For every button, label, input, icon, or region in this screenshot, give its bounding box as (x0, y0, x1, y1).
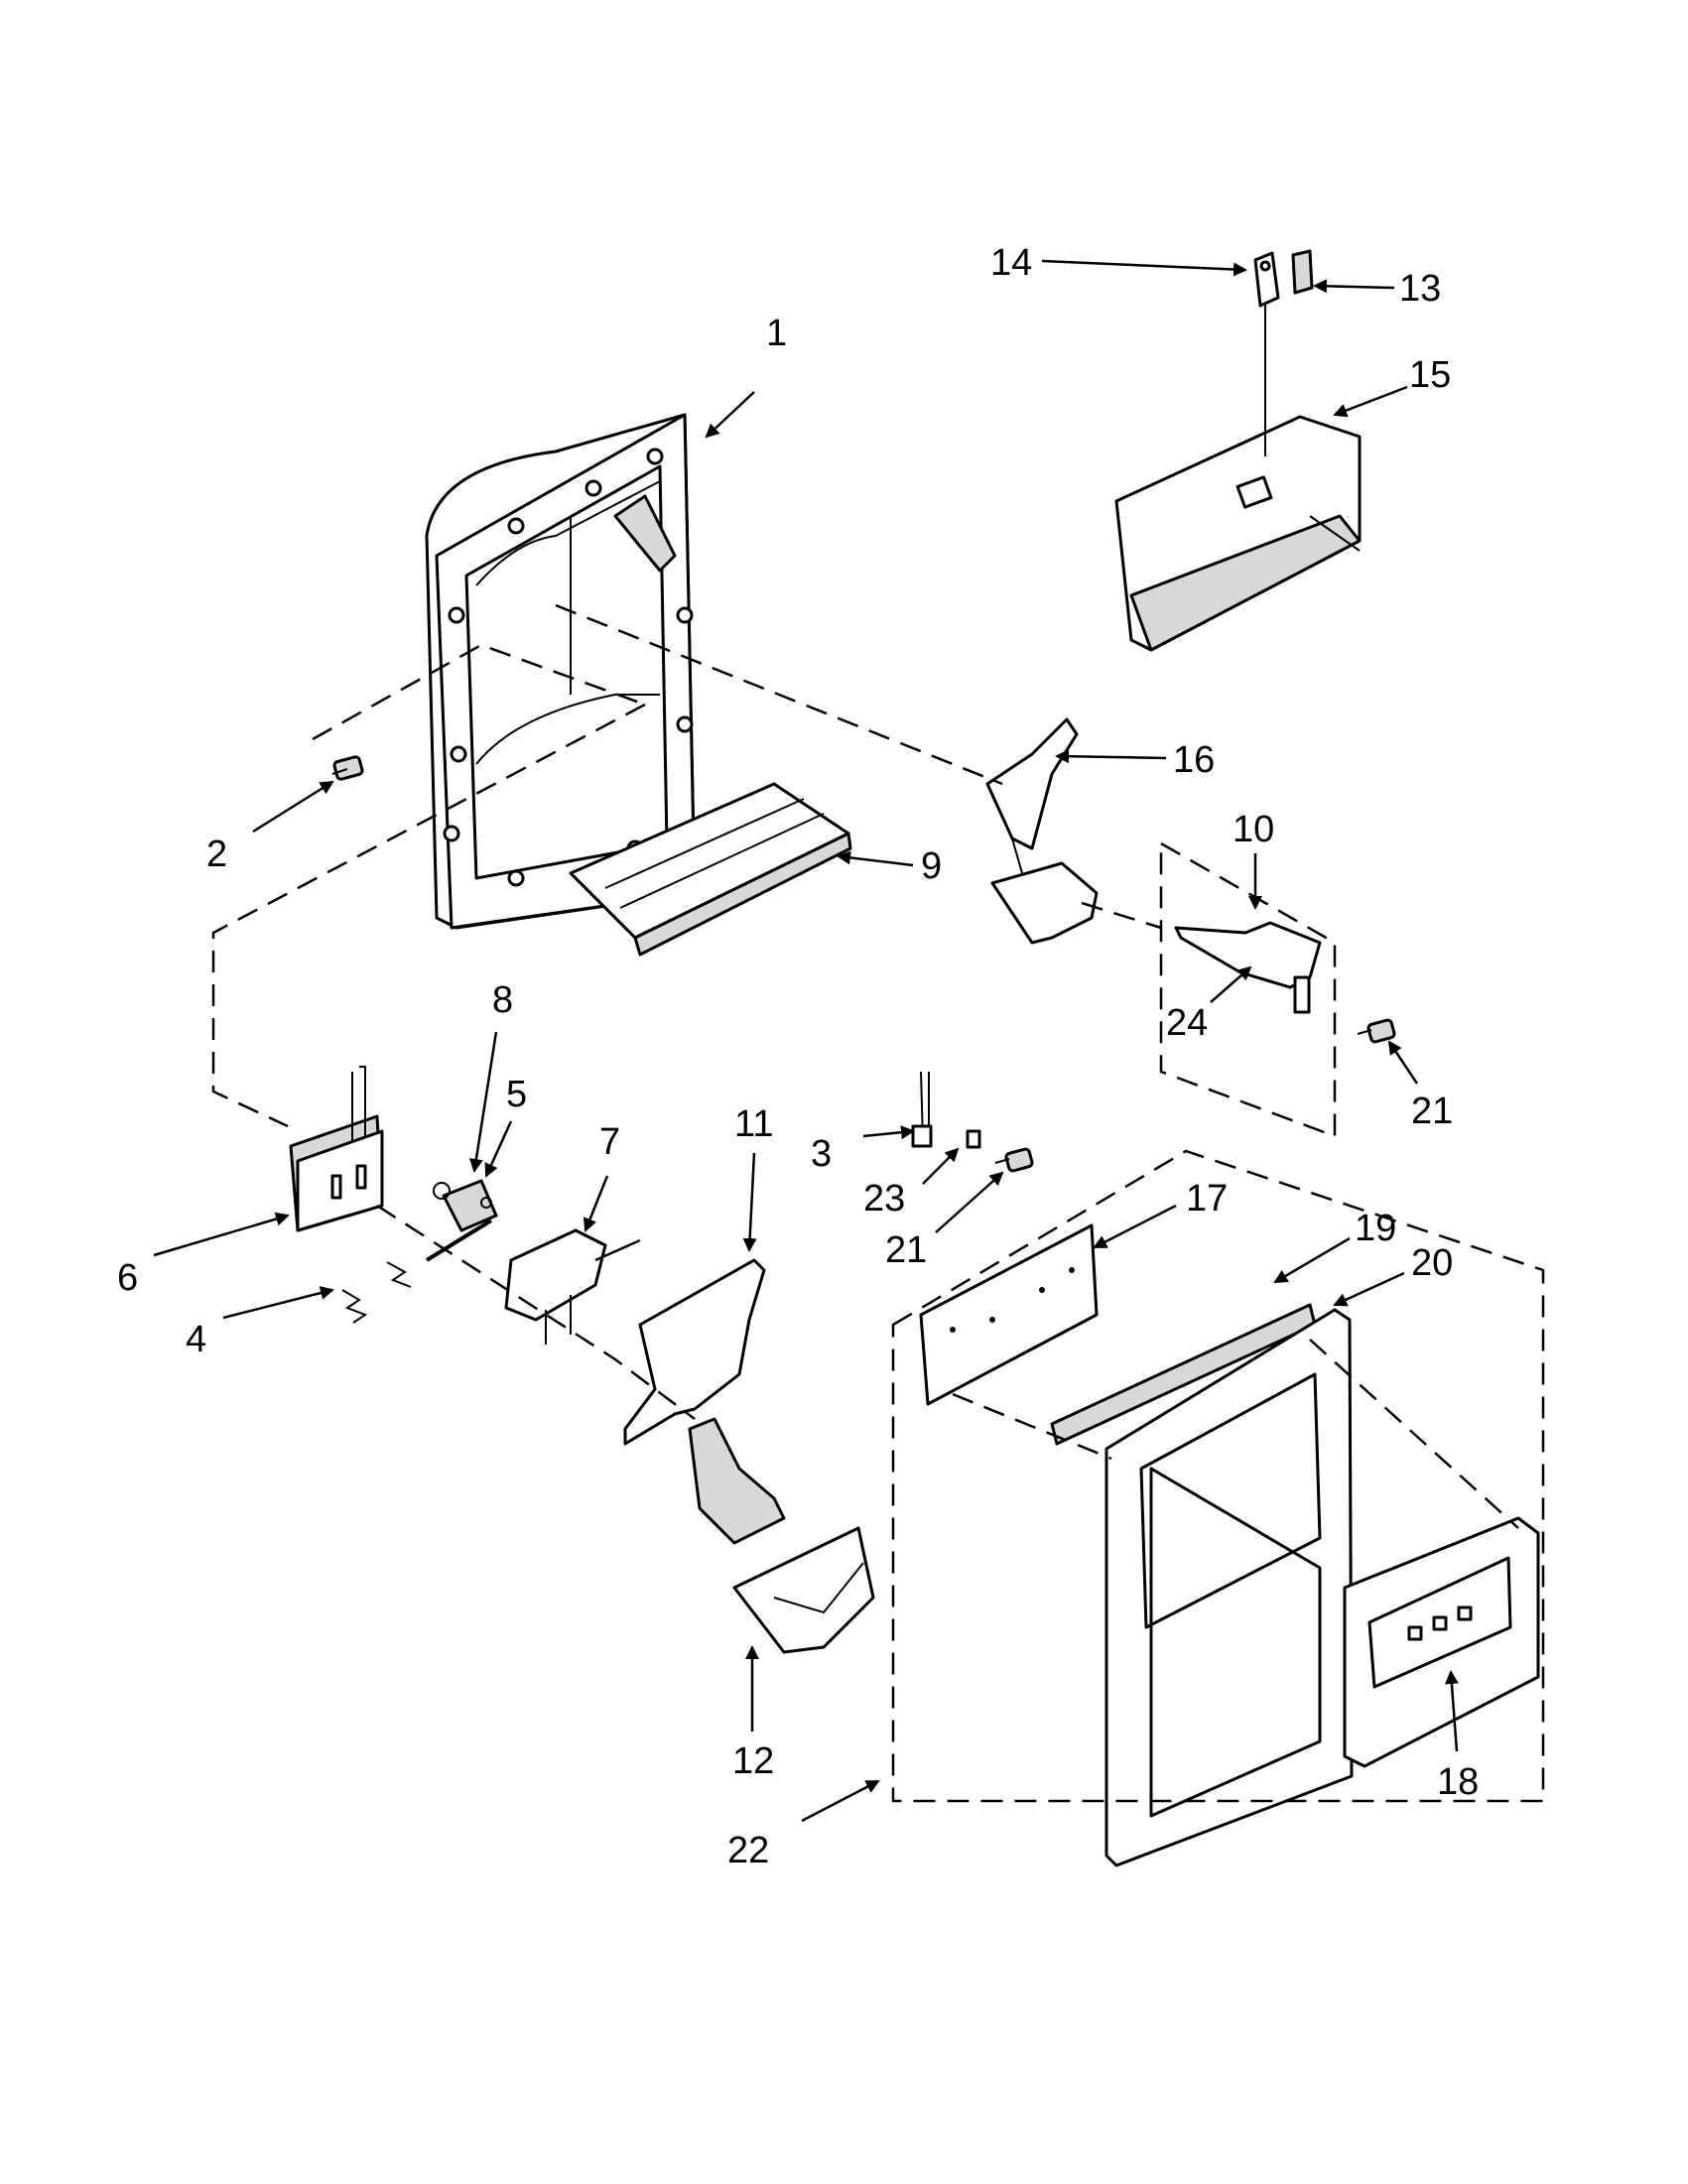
callout-3: 3 (811, 1133, 832, 1175)
housing-frame-part (425, 413, 697, 930)
callout-18: 18 (1437, 1761, 1479, 1803)
callout-21-left: 21 (885, 1229, 927, 1271)
callout-8: 8 (492, 979, 513, 1021)
callout-15: 15 (1409, 354, 1451, 396)
front-frame-part-20 (1104, 1308, 1354, 1867)
control-board-part-17 (919, 1223, 1099, 1406)
cover-panel-part-18 (1343, 1516, 1540, 1768)
callout-10: 10 (1233, 809, 1274, 850)
clip-part-23 (966, 1129, 981, 1149)
funnel-part-12 (732, 1526, 875, 1654)
callout-17: 17 (1186, 1178, 1228, 1220)
callout-24: 24 (1166, 1002, 1208, 1044)
screw-part-21-right (1357, 1018, 1396, 1044)
callout-6: 6 (117, 1257, 138, 1299)
clip-part-3 (911, 1071, 933, 1148)
callout-21-right: 21 (1411, 1091, 1453, 1132)
callout-7: 7 (599, 1121, 620, 1163)
solenoid-part-8 (433, 1179, 498, 1232)
leader-lines (153, 259, 1459, 1823)
callout-labels: 1 2 3 4 5 6 7 8 9 10 11 12 13 14 15 16 1… (117, 242, 1479, 1871)
callout-23: 23 (863, 1178, 905, 1220)
callout-14: 14 (990, 242, 1032, 284)
callout-16: 16 (1173, 739, 1215, 781)
callout-5: 5 (506, 1074, 527, 1115)
assembly-guides (211, 603, 1545, 1803)
ice-arm-part-11 (623, 1258, 786, 1545)
callout-19: 19 (1355, 1208, 1396, 1249)
lever-part-16 (985, 717, 1099, 945)
screw-part-21-left (994, 1147, 1034, 1173)
module-part-6 (289, 1066, 384, 1232)
callout-1: 1 (766, 313, 787, 354)
callout-12: 12 (732, 1740, 774, 1782)
callout-13: 13 (1399, 268, 1441, 310)
callout-4: 4 (186, 1319, 206, 1360)
screw-part-2 (331, 755, 364, 781)
pin-part-5 (425, 1219, 493, 1262)
callout-9: 9 (921, 845, 942, 887)
latch-part-7 (504, 1228, 641, 1345)
switch-part-14 (1253, 251, 1280, 308)
linkage-part-24 (1174, 921, 1322, 1014)
callout-2: 2 (206, 834, 227, 875)
drip-tray-part (569, 782, 852, 957)
callout-20: 20 (1411, 1242, 1453, 1284)
spring-part-4 (341, 1261, 412, 1324)
callout-22: 22 (727, 1830, 769, 1871)
plate-part-13 (1291, 249, 1314, 295)
callout-11: 11 (734, 1103, 773, 1145)
bracket-part-15 (1114, 293, 1362, 652)
